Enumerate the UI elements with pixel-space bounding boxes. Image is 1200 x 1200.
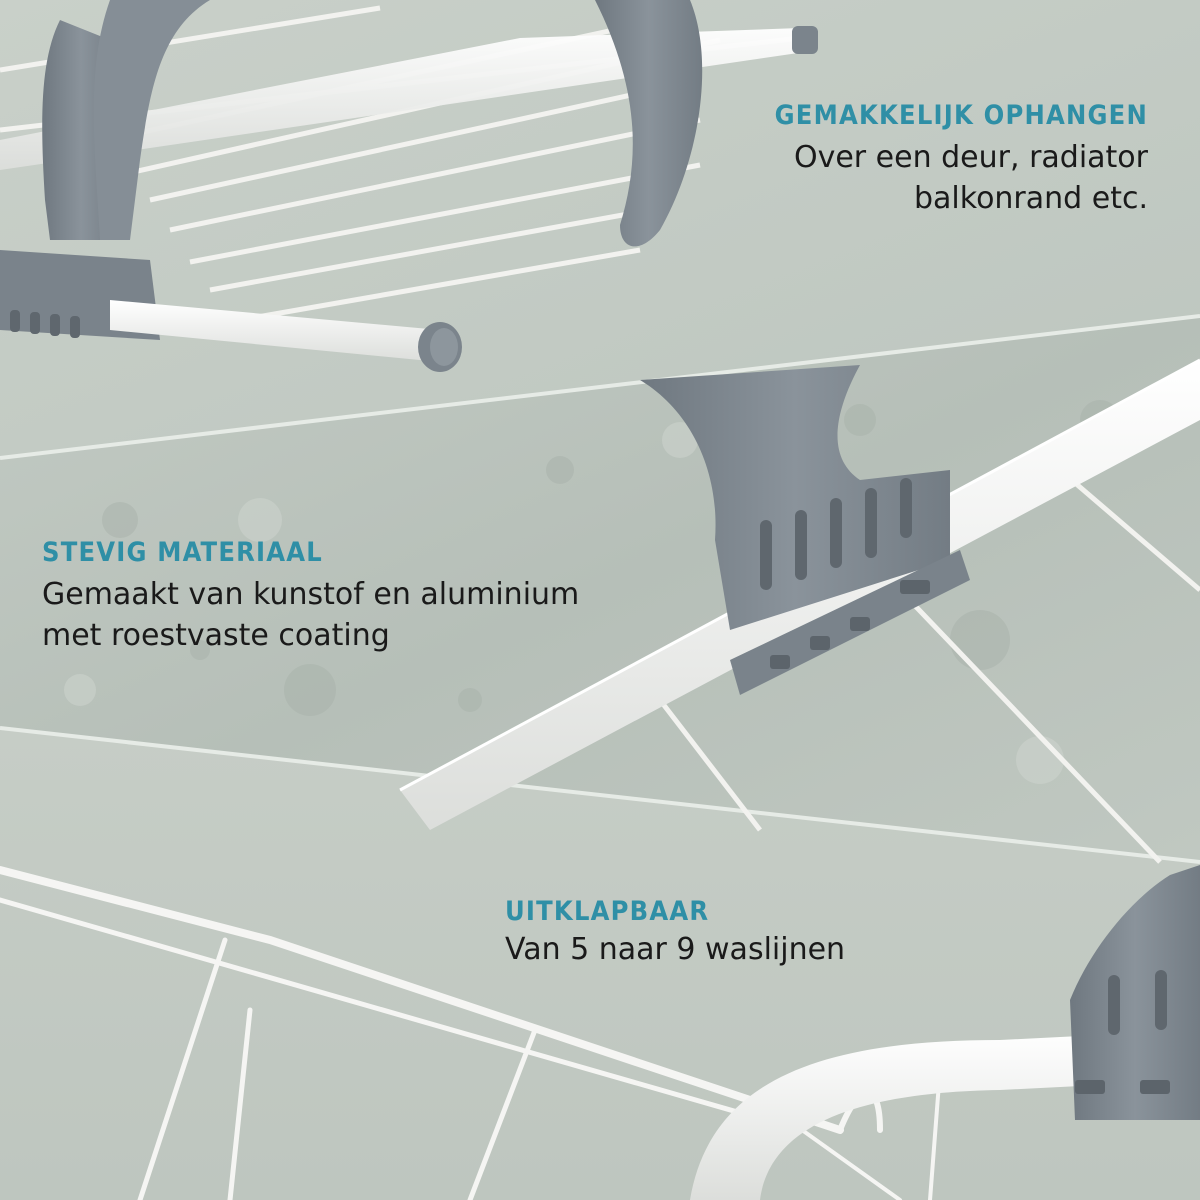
feature-foldable: UITKLAPBAAR Van 5 naar 9 waslijnen <box>505 896 845 970</box>
bottom-curved-rail <box>690 1030 1200 1200</box>
feature-title: STEVIG MATERIAAL <box>42 537 323 568</box>
feature-description-line: balkonrand etc. <box>914 181 1148 216</box>
feature-description-line: met roestvaste coating <box>42 618 390 653</box>
feature-title: UITKLAPBAAR <box>505 896 710 927</box>
feature-sturdy-material: STEVIG MATERIAAL Gemaakt van kunstof en … <box>42 537 579 656</box>
feature-title: GEMAKKELIJK OPHANGEN <box>774 100 1148 131</box>
middle-clamp <box>640 365 970 695</box>
feature-description-line: Gemaakt van kunstof en aluminium <box>42 577 580 612</box>
hook-arm <box>0 0 703 340</box>
feature-description-line: Van 5 naar 9 waslijnen <box>505 932 846 967</box>
top-rod <box>0 26 818 170</box>
bottom-clamp <box>1070 865 1200 1120</box>
feature-description-line: Over een deur, radiator <box>793 140 1148 175</box>
feature-easy-hanging: GEMAKKELIJK OPHANGEN Over een deur, radi… <box>775 100 1148 219</box>
bottom-bar-top-panel <box>110 300 462 372</box>
